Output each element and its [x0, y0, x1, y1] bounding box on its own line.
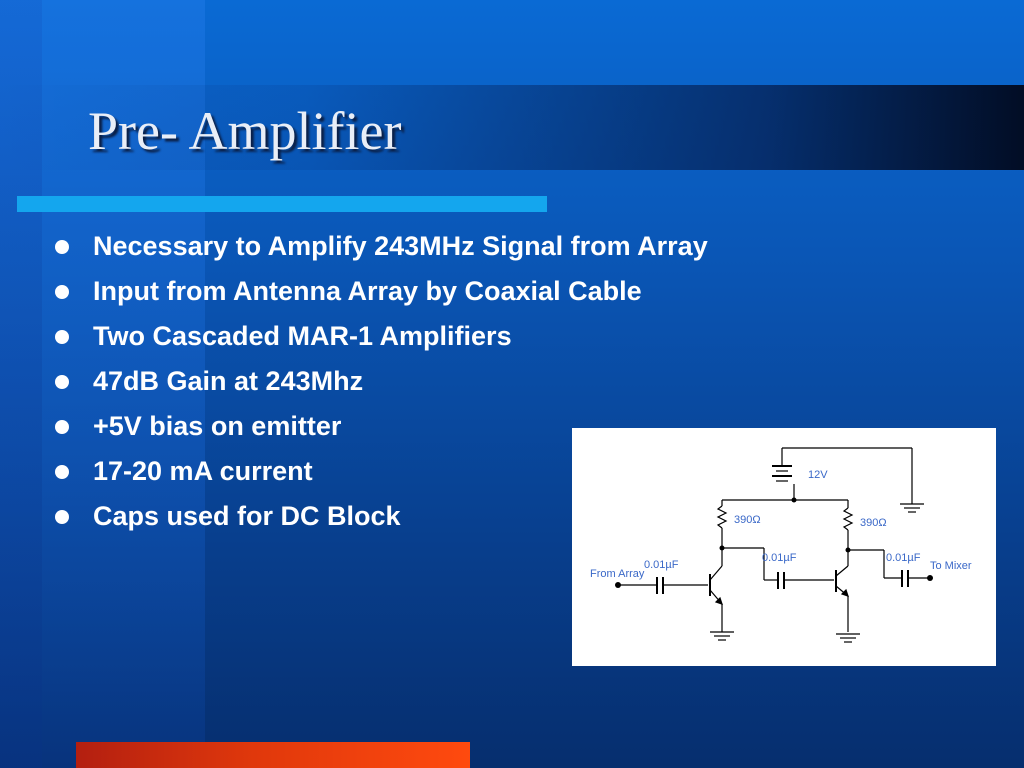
bullet-dot-icon [55, 464, 69, 479]
bullet-dot-icon [55, 419, 69, 434]
junction-dot [719, 545, 725, 551]
bullet-item: Caps used for DC Block [55, 494, 708, 539]
capacitor-icon [777, 572, 785, 589]
amplifier-schematic: 12V 390Ω 390Ω 0.01µF 0.01µF 0.01µF From … [572, 428, 996, 666]
bullet-item: 17-20 mA current [55, 449, 708, 494]
bullet-text: Necessary to Amplify 243MHz Signal from … [93, 231, 708, 261]
bullet-item: Input from Antenna Array by Coaxial Cabl… [55, 269, 708, 314]
title-band [0, 85, 1024, 170]
resistor2-label: 390Ω [860, 517, 887, 529]
resistor-icon [716, 505, 728, 529]
bullet-item: Necessary to Amplify 243MHz Signal from … [55, 224, 708, 269]
bullet-dot-icon [55, 374, 69, 389]
bullet-text: 17-20 mA current [93, 456, 313, 486]
cap3-label: 0.01µF [886, 552, 921, 564]
capacitor-icon [656, 577, 664, 594]
bullet-text: Caps used for DC Block [93, 501, 401, 531]
cap2-label: 0.01µF [762, 552, 797, 564]
resistor-icon [842, 507, 854, 531]
battery-icon [772, 465, 792, 482]
junction-dot [791, 497, 797, 503]
bullet-item: Two Cascaded MAR-1 Amplifiers [55, 314, 708, 359]
bullet-item: 47dB Gain at 243Mhz [55, 359, 708, 404]
input-label: From Array [590, 568, 645, 580]
bullet-item: +5V bias on emitter [55, 404, 708, 449]
resistor1-label: 390Ω [734, 514, 761, 526]
bullet-text: +5V bias on emitter [93, 411, 342, 441]
ground-icon [900, 503, 924, 513]
bullet-dot-icon [55, 329, 69, 344]
bottom-accent-bar [76, 742, 470, 768]
bullet-text: Two Cascaded MAR-1 Amplifiers [93, 321, 512, 351]
junction-dot [845, 547, 851, 553]
bullet-list: Necessary to Amplify 243MHz Signal from … [55, 224, 708, 539]
battery-label: 12V [808, 469, 828, 481]
title-underline [17, 196, 547, 212]
transistor-icon [709, 565, 723, 605]
input-terminal-dot [615, 582, 621, 588]
ground-icon [836, 633, 860, 643]
bullet-text: 47dB Gain at 243Mhz [93, 366, 364, 396]
bullet-dot-icon [55, 239, 69, 254]
output-label: To Mixer [930, 560, 972, 572]
ground-icon [710, 631, 734, 641]
transistor-icon [835, 565, 849, 597]
bullet-text: Input from Antenna Array by Coaxial Cabl… [93, 276, 642, 306]
output-terminal-dot [927, 575, 933, 581]
bullet-dot-icon [55, 284, 69, 299]
slide-title: Pre- Amplifier [88, 101, 402, 161]
schematic-svg: 12V 390Ω 390Ω 0.01µF 0.01µF 0.01µF From … [590, 447, 972, 643]
cap1-label: 0.01µF [644, 559, 679, 571]
capacitor-icon [901, 570, 909, 587]
bullet-dot-icon [55, 509, 69, 524]
